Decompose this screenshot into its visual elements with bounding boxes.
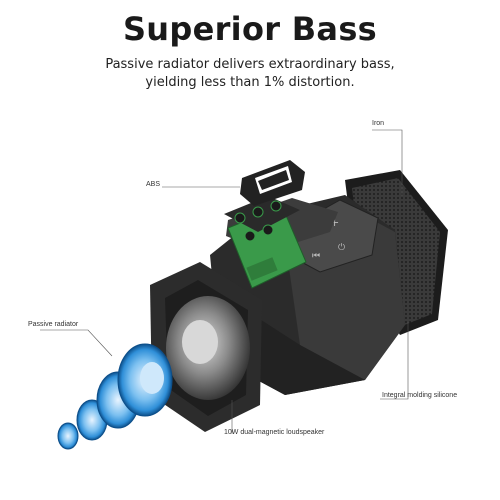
- description-line-1: Passive radiator delivers extraordinary …: [105, 57, 395, 72]
- iron-leader: [372, 129, 403, 196]
- callout-lines: [40, 129, 409, 434]
- abs-bracket: [240, 160, 305, 206]
- headline: Superior Bass: [122, 10, 378, 48]
- callout-silicone: Integral molding silicone: [382, 392, 458, 399]
- passive-radiator-rings: [57, 343, 173, 450]
- description-line-2: yielding less than 1% distortion.: [145, 75, 355, 90]
- plus-icon: +: [330, 216, 339, 229]
- loudspeaker-frame: [150, 262, 262, 432]
- power-icon: ⏻: [338, 242, 345, 253]
- pcb-board: [227, 205, 307, 289]
- silicone-leader: [380, 322, 409, 400]
- callout-iron: Iron: [372, 120, 385, 127]
- prev-icon: ⏮: [312, 251, 320, 261]
- callout-abs: ABS: [146, 181, 161, 188]
- description: Passive radiator delivers extraordinary …: [40, 56, 460, 92]
- callout-loudspeaker: 10W dual-magnetic loudspeaker: [224, 429, 325, 436]
- passive-radiator-leader: [40, 329, 113, 357]
- abs-button-holder: [224, 196, 300, 242]
- callout-passive-radiator: Passive radiator: [28, 321, 79, 328]
